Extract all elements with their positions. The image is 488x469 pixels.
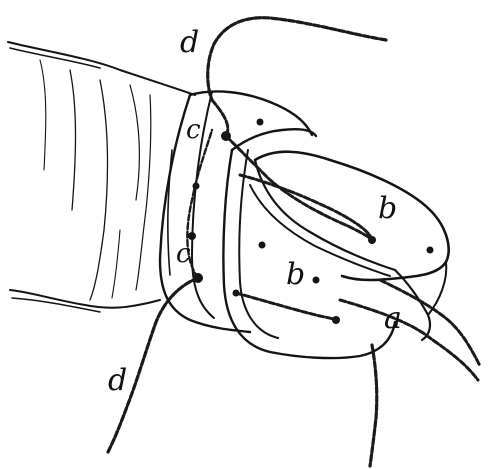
label-d-bottom: d [108, 363, 127, 398]
label-b-lower: b [286, 257, 305, 292]
pole-outline [8, 42, 195, 312]
front-block [250, 152, 449, 340]
label-a: a [384, 301, 402, 336]
hole-b-lower [313, 277, 320, 284]
label-b-upper: b [378, 191, 397, 226]
label-c-lower: c [176, 239, 191, 269]
label-d-top: d [180, 25, 199, 60]
hole-block-right [427, 247, 434, 254]
label-c-top: c [186, 115, 201, 145]
hole-flap-1 [259, 242, 266, 249]
hole-side-1 [257, 119, 264, 126]
